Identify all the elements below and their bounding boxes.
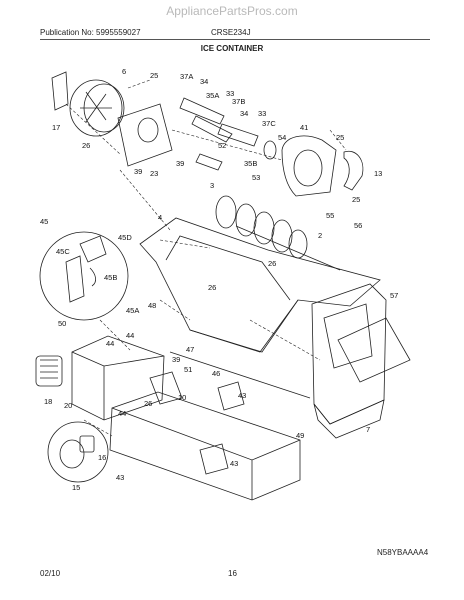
label-56: 56 [354, 221, 362, 230]
part-17-shape [51, 71, 69, 111]
label-45A: 45A [126, 306, 139, 315]
label-45: 45 [40, 217, 48, 226]
label-45C: 45C [56, 247, 70, 256]
part-3-auger-spiral [215, 195, 341, 271]
label-26: 26 [144, 399, 152, 408]
label-39: 39 [134, 167, 142, 176]
label-45D: 45D [118, 233, 132, 242]
label-4: 4 [158, 213, 162, 222]
part-23-bracket [117, 103, 173, 167]
label-55: 55 [326, 211, 334, 220]
label-39: 39 [172, 355, 180, 364]
label-46: 46 [212, 369, 220, 378]
label-25: 25 [150, 71, 158, 80]
label-49: 49 [296, 431, 304, 440]
label-57: 57 [390, 291, 398, 300]
diagram-code: N58YBAAAA4 [377, 548, 429, 557]
label-15: 15 [72, 483, 80, 492]
part-57-door [311, 283, 411, 425]
part-52-spring [195, 153, 223, 171]
label-37C: 37C [262, 119, 276, 128]
label-34: 34 [240, 109, 248, 118]
label-20: 20 [64, 401, 72, 410]
label-43: 43 [230, 459, 238, 468]
label-47: 47 [186, 345, 194, 354]
part-10-bracket [149, 371, 183, 405]
part-6-auger-wheel [69, 79, 125, 137]
page-number: 16 [228, 569, 237, 578]
label-26: 26 [268, 259, 276, 268]
label-48: 48 [148, 301, 156, 310]
label-16: 16 [98, 453, 106, 462]
label-33: 33 [258, 109, 266, 118]
part-7-housing [313, 399, 385, 439]
part-49-base [109, 391, 301, 501]
part-15-lamp [47, 421, 109, 483]
model-number: CRSE234J [211, 28, 251, 37]
label-25: 25 [352, 195, 360, 204]
site-watermark: AppliancePartsPros.com [166, 4, 298, 18]
label-39: 39 [176, 159, 184, 168]
label-33: 33 [226, 89, 234, 98]
label-18: 18 [44, 397, 52, 406]
label-37A: 37A [180, 72, 193, 81]
publication-number: Publication No: 5995559027 [40, 28, 141, 37]
label-10: 10 [178, 393, 186, 402]
label-45B: 45B [104, 273, 117, 282]
label-44: 44 [118, 409, 126, 418]
footer-date: 02/10 [40, 569, 61, 578]
label-53: 53 [252, 173, 260, 182]
label-26: 26 [82, 141, 90, 150]
label-44: 44 [126, 331, 134, 340]
label-7: 7 [366, 425, 370, 434]
label-6: 6 [122, 67, 126, 76]
label-52: 52 [218, 141, 226, 150]
label-35A: 35A [206, 91, 219, 100]
part-41-motor-housing [281, 135, 337, 197]
part-4-ice-bucket [139, 217, 381, 353]
label-13: 13 [374, 169, 382, 178]
part-18-motor [35, 355, 63, 387]
part-37A-lever [179, 97, 225, 125]
part-13-cam [343, 150, 364, 191]
label-17: 17 [52, 123, 60, 132]
label-44: 44 [106, 339, 114, 348]
part-54-bushing [263, 140, 277, 160]
part-20-motor-box [71, 335, 165, 421]
label-43: 43 [238, 391, 246, 400]
part-45-detail-circle [39, 231, 129, 321]
label-54: 54 [278, 133, 286, 142]
label-25: 25 [336, 133, 344, 142]
label-23: 23 [150, 169, 158, 178]
label-35B: 35B [244, 159, 257, 168]
label-26: 26 [208, 283, 216, 292]
label-34: 34 [200, 77, 208, 86]
label-2: 2 [318, 231, 322, 240]
label-50: 50 [58, 319, 66, 328]
part-46-rod [169, 351, 311, 399]
label-41: 41 [300, 123, 308, 132]
label-37B: 37B [232, 97, 245, 106]
label-43: 43 [116, 473, 124, 482]
page-title: ICE CONTAINER [200, 44, 264, 53]
label-3: 3 [210, 181, 214, 190]
header-rule [40, 39, 430, 40]
label-51: 51 [184, 365, 192, 374]
